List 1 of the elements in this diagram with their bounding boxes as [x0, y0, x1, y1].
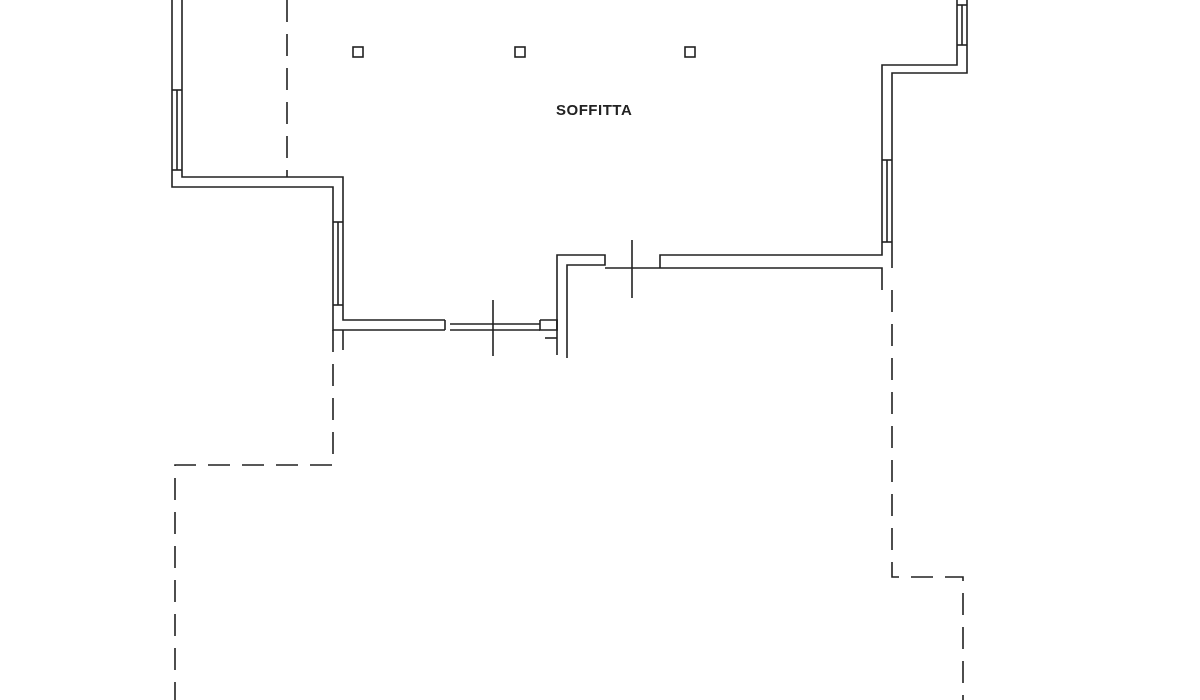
- room-label: SOFFITTA: [556, 101, 633, 118]
